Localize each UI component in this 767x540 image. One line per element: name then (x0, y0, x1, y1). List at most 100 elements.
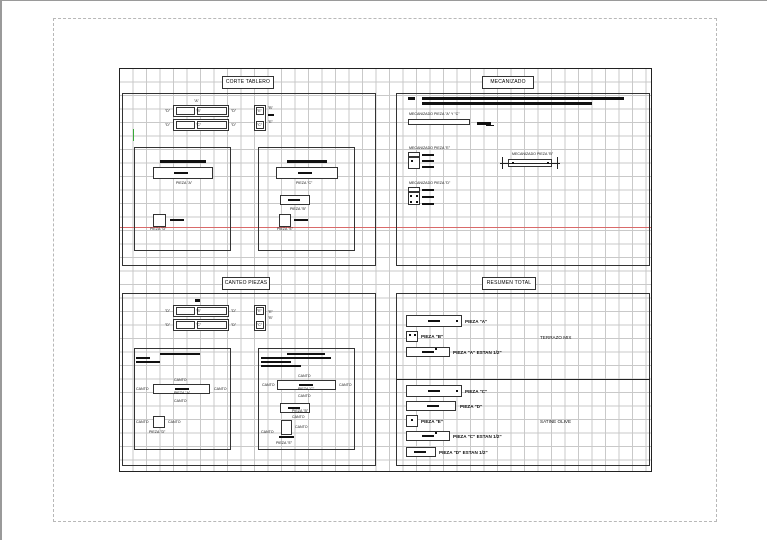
mec-b-tick-right (557, 157, 558, 169)
resumen-pieza-c-label: PIEZA "C" (465, 389, 488, 394)
mec-ac-shape (408, 119, 470, 125)
corte-board-mid-bot (197, 121, 227, 129)
mec-d-hole-2 (416, 195, 418, 197)
mec-b-axis (500, 163, 560, 164)
panel-mecanizado[interactable] (396, 93, 650, 266)
corte-subpanel-c[interactable] (258, 147, 355, 251)
mec-e-hole (411, 160, 413, 162)
canteo-a-canto-right: CANTO (214, 387, 227, 391)
canteo-pieza-d-label: PIEZA "D" (149, 430, 166, 434)
resumen-d2-bar (414, 451, 426, 453)
canteo-c-note-4 (261, 365, 301, 367)
canteo-d-canto-right: CANTO (168, 420, 181, 424)
corte-pieza-e-label: PIEZA "E" (277, 227, 294, 231)
resumen-a2-hole (435, 348, 437, 350)
canteo-label-c1: "C" (196, 323, 202, 327)
canteo-board-left-bot (176, 321, 195, 329)
mec-d-hole-3 (410, 201, 412, 203)
canteo-c-note-3 (261, 361, 291, 363)
canteo-subpanel-c[interactable] (258, 348, 355, 450)
corte-label-e1: "E" (257, 109, 262, 113)
mec-e-dim-2 (422, 160, 434, 162)
mec-b-tick-left (502, 157, 503, 169)
mec-d-shape (408, 192, 420, 205)
mec-b-hole-2 (547, 162, 549, 164)
resumen-pieza-e-shape (406, 415, 418, 427)
canteo-c-inner-bar (299, 384, 313, 386)
panel-canteo-piezas[interactable] (122, 293, 376, 466)
corte-a-dim (160, 160, 206, 163)
mec-d-shape-top (408, 187, 420, 192)
mec-note-bar-short (408, 97, 415, 100)
canteo-c-canto-top: CANTO (298, 374, 311, 378)
resumen-pieza-b-label: PIEZA "B" (421, 334, 444, 339)
resumen-pieza-c-estan-label: PIEZA "C" ESTAN 1/2" (453, 434, 502, 439)
corte-a-inner-bar (174, 172, 188, 174)
canteo-label-d1: "D" (165, 309, 171, 313)
corte-side-e (256, 107, 264, 115)
canteo-a-note-3 (136, 361, 160, 363)
corte-subpanel-a[interactable] (134, 147, 231, 251)
canteo-a-canto-bottom: CANTO (174, 399, 187, 403)
mec-ac-dim2 (486, 125, 494, 126)
title-corte-tablero: CORTE TABLERO (222, 76, 274, 89)
corte-label-b2: "B" (268, 106, 273, 110)
resumen-pieza-a-label: PIEZA "A" (465, 319, 488, 324)
canteo-c-canto-right: CANTO (339, 383, 352, 387)
canteo-label-c2: "C" (257, 323, 263, 327)
corte-pieza-a-label: PIEZA "A" (176, 181, 193, 185)
resumen-e-hole (411, 419, 413, 421)
panel-corte-tablero[interactable] (122, 93, 376, 266)
corte-board-left-bot (176, 121, 195, 129)
canteo-a-note-1 (160, 353, 200, 355)
resumen-b-hole-1 (409, 334, 411, 336)
resumen-divider (396, 379, 650, 380)
resumen-a2-bar (422, 351, 434, 353)
title-resumen-total: RESUMEN TOTAL (482, 277, 536, 290)
resumen-pieza-a-estan-label: PIEZA "A" ESTAN 1/2" (453, 350, 502, 355)
canteo-e-canto-left: CANTO (261, 430, 274, 434)
mec-pieza-e-label: MECANIZADO PIEZA "E" (409, 146, 451, 150)
corte-label-e2: "E" (268, 120, 273, 124)
title-mecanizado: MECANIZADO (482, 76, 534, 89)
canteo-c-canto-left: CANTO (262, 383, 275, 387)
mec-d-hole-4 (416, 201, 418, 203)
resumen-pieza-e-label: PIEZA "E" (421, 419, 444, 424)
corte-label-d2: "D" (231, 109, 237, 113)
title-canteo-piezas: CANTEO PIEZAS (222, 277, 270, 290)
paper-sheet-border (53, 18, 717, 522)
corte-label-c2: "C" (257, 123, 263, 127)
canteo-c-canto-bottom: CANTO (298, 394, 311, 398)
canteo-board-mid-bot (197, 321, 227, 329)
mec-e-shape-top (408, 152, 420, 157)
corte-pieza-e-shape (279, 214, 291, 227)
corte-pieza-d-label: PIEZA "D" (150, 227, 167, 231)
canteo-label-e2: "E" (268, 310, 273, 314)
canteo-side-e (256, 307, 264, 315)
mec-e-shape (408, 157, 420, 169)
red-guide-line (120, 227, 651, 228)
canteo-a-note-2 (136, 357, 150, 359)
corte-d-dim (170, 219, 184, 221)
resumen-b-hole-2 (414, 334, 416, 336)
mec-pieza-b-label: MECANIZADO PIEZA "B" (512, 152, 554, 156)
mec-b-hole-1 (512, 162, 514, 164)
canteo-label-d4: "D" (231, 323, 237, 327)
canteo-b-inner-bar (288, 407, 300, 409)
corte-c-inner-bar (298, 172, 312, 174)
resumen-c-hole (456, 390, 458, 392)
mec-ac-dim (477, 122, 491, 125)
canteo-c-note-1 (287, 353, 325, 355)
resumen-a-hole (456, 320, 458, 322)
canteo-subpanel-a[interactable] (134, 348, 231, 450)
mec-e-dim-1 (422, 154, 434, 156)
window-left-edge (0, 0, 2, 540)
canteo-pieza-b-label: PIEZA "B" (292, 409, 309, 413)
canteo-e-canto-right: CANTO (295, 425, 308, 429)
canteo-pieza-a-label: PIEZA "A" (174, 391, 191, 395)
corte-e-dim (294, 219, 308, 221)
corte-pieza-c-label: PIEZA "C" (296, 181, 313, 185)
corte-board-left-top (176, 107, 195, 115)
corte-pieza-d-shape (153, 214, 166, 227)
drawing-canvas[interactable]: CORTE TABLERO "A" "D" "B" "D" "C" "D" "D… (119, 68, 652, 472)
